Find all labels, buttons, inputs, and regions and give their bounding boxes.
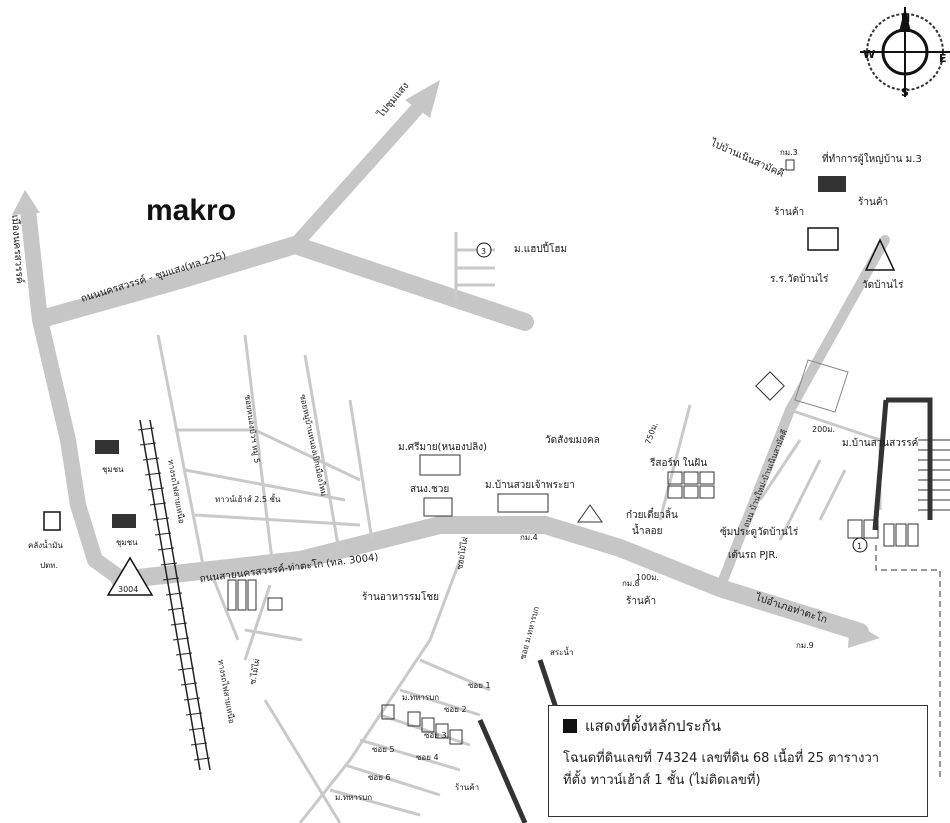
- label-soi-4: ซอย 4: [416, 753, 439, 762]
- label-num3: 3: [481, 247, 486, 256]
- chumchon-1: ชุมชน: [95, 440, 124, 474]
- ban-suay-icon: [497, 493, 549, 513]
- arrow-takhli: [848, 620, 880, 648]
- label-soi-muang: ซอยหมู่บ้านหนองเบิกเมืองใหม่: [297, 394, 328, 498]
- thaharn-blocks: [381, 704, 463, 745]
- marker-1: [852, 537, 868, 553]
- dark-road-soi-thaharn: [477, 718, 528, 823]
- label-soi-thaharn: ซอย ม.ทหารบก: [518, 605, 541, 660]
- legend-square-icon: [563, 719, 577, 733]
- label-police: สนง.ชวย: [410, 484, 449, 495]
- label-soi-2: ซอย 2: [444, 705, 467, 714]
- legend-title-row: แสดงที่ตั้งหลักประกัน: [563, 714, 913, 738]
- label-junction: ซุ้มประตูวัดบ้านไร่: [720, 526, 799, 538]
- label-to-ban-noen: ไปบ้านเนินสามัคคี: [708, 136, 786, 179]
- highway-number: 3004: [118, 585, 138, 594]
- wat-ban-rai-icon: [864, 238, 896, 271]
- field-plot-2: [755, 371, 785, 401]
- wat-sang-icon: [577, 504, 603, 523]
- railway: [137, 419, 211, 771]
- label-noodle: ก๋วยเตี๋ยวลิ้น: [626, 507, 678, 521]
- dashed-boundary: [875, 545, 941, 780]
- label-soi-nong-bua: ซอยไม้ไผ่: [455, 536, 470, 570]
- label-oil-depot-2: ปตท.: [40, 561, 58, 570]
- compass-n: N: [901, 12, 910, 25]
- label-school: ร.ร.วัดบ้านไร่: [770, 273, 829, 285]
- label-restaurant: ร้านอาหารรมโชย: [362, 590, 439, 603]
- school-flag-icon: [807, 227, 839, 251]
- label-wat-sang: วัดสังฆมงคล: [545, 435, 600, 446]
- km3-post: [785, 159, 795, 171]
- legend-line-1: โฉนดที่ดินเลขที่ 74324 เลขที่ดิน 68 เนื้…: [563, 751, 880, 766]
- srimai-icon: [419, 454, 461, 476]
- side-streets: [156, 232, 882, 823]
- label-to-nakhonsawan: เมืองนครสวรรค์: [9, 214, 26, 284]
- townhouse-blocks: [227, 579, 283, 611]
- label-headman: ที่ทำการผู้ใหญ่บ้าน ม.3: [822, 151, 922, 165]
- label-shop-1: ร้านค้า: [858, 196, 888, 208]
- label-happy-home: ม.แฮปปี้โฮม: [514, 241, 567, 255]
- marker-3: [476, 242, 492, 258]
- chumchon-2: ชุมชน: [112, 514, 138, 547]
- label-noodle2: น้ำลอย: [632, 523, 662, 537]
- road-to-chumsaeng: [288, 93, 432, 252]
- label-railway-bottom: ทางรถไฟสายเหนือ: [216, 659, 236, 725]
- label-km8: กม.8: [622, 579, 640, 588]
- label-soi-1: ซอย 1: [468, 681, 491, 690]
- label-road-new: ถนน บ้านใหม่-บ้านเนินสามัคคี: [742, 428, 790, 529]
- label-soi-3: ซอย 3: [424, 731, 447, 740]
- ban-suan-blocks: [847, 519, 919, 547]
- label-shop-2: ร้านค้า: [774, 206, 804, 218]
- label-km4: กม.4: [520, 533, 538, 542]
- label-ban-suan: ม.บ้านสวนสวรรค์: [842, 437, 918, 449]
- headman-office-icon: [818, 176, 846, 192]
- label-thaharn-1: ม.ทหารบก: [402, 693, 439, 702]
- label-chumchon-1: ชุมชน: [102, 465, 124, 474]
- label-thaharn-2: ม.ทหารบก: [335, 793, 372, 802]
- label-dist-200: 200ม.: [812, 425, 835, 434]
- compass-w: W: [863, 48, 875, 61]
- label-resort: รีสอร์ท ในฝัน: [649, 457, 707, 469]
- resort-grid: [667, 471, 715, 499]
- label-srimai: ม.ศรีมาย(หนองปลิง): [398, 441, 487, 453]
- label-shop-4: ร้านค้า: [455, 783, 479, 792]
- label-dist-100: 100ม.: [636, 573, 659, 582]
- oil-depot: คลังน้ำมัน ปตท.: [28, 511, 63, 570]
- compass-e: E: [939, 52, 947, 65]
- label-soi-mai-phai: ซ.ไม้ไผ่: [248, 658, 261, 685]
- ban-suan-stripes: [918, 439, 950, 511]
- field-plot-1: [794, 359, 849, 413]
- label-wat-ban-rai: วัดบ้านไร่: [862, 279, 904, 291]
- label-num1: 1: [857, 542, 862, 551]
- arrow-chumsaeng: [405, 80, 440, 118]
- compass-s: S: [901, 86, 909, 99]
- label-townhouse: ทาวน์เฮ้าส์ 2.5 ชั้น: [215, 493, 281, 504]
- highway-shield-3004: 3004: [106, 556, 154, 596]
- legend-line-2: ที่ตั้ง ทาวน์เฮ้าส์ 1 ชั้น (ไม่ติดเลขที่…: [563, 773, 761, 788]
- label-pond: สระน้ำ: [550, 646, 573, 657]
- road-to-nakhonsawan: [20, 202, 128, 586]
- label-bus: เต้นรถ PJR.: [728, 549, 778, 561]
- label-km9: กม.9: [796, 641, 814, 650]
- label-shop-3: ร้านค้า: [626, 595, 656, 607]
- arrow-nakhonsawan: [12, 190, 40, 215]
- label-soi-6: ซอย 6: [368, 773, 391, 782]
- label-km3: กม.3: [780, 148, 798, 157]
- label-dist-750: 750ม.: [643, 421, 659, 446]
- label-chumchon-2: ชุมชน: [116, 538, 138, 547]
- label-oil-depot-1: คลังน้ำมัน: [28, 539, 63, 550]
- label-soi-5: ซอย 5: [372, 745, 395, 754]
- legend-box: แสดงที่ตั้งหลักประกัน โฉนดที่ดินเลขที่ 7…: [548, 705, 928, 817]
- legend-title: แสดงที่ตั้งหลักประกัน: [585, 717, 721, 735]
- road-225: [36, 236, 534, 331]
- makro-logo: makro: [146, 194, 236, 227]
- compass-rose: N E S W: [860, 7, 950, 99]
- label-ban-suay: ม.บ้านสวยเจ้าพระยา: [485, 479, 575, 491]
- road-arrows: [12, 80, 880, 648]
- police-icon: [423, 497, 453, 517]
